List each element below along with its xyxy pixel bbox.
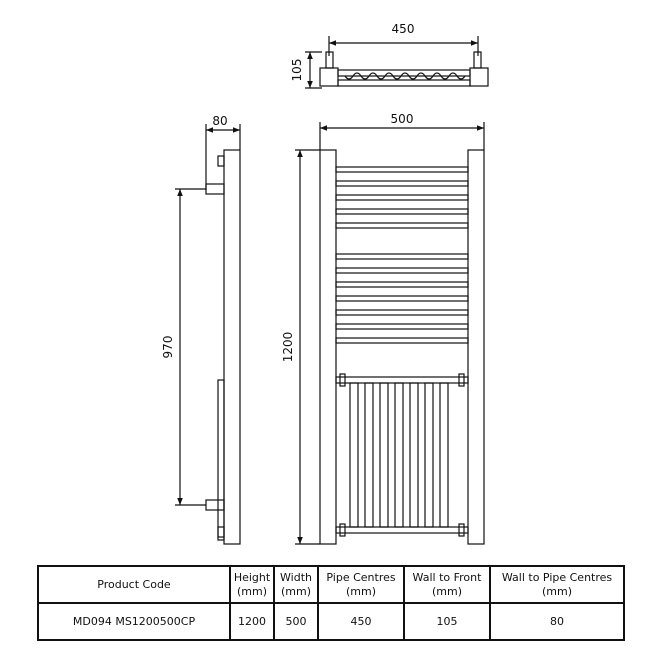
cell-product-code: MD094 MS1200500CP	[37, 602, 231, 641]
cell-wall-to-front: 105	[403, 602, 491, 641]
header-height: Height(mm)	[229, 565, 275, 604]
cell-height: 1200	[229, 602, 275, 641]
side-pipe-vertical-dimension: 970	[161, 336, 175, 359]
cell-pipe-centres: 450	[317, 602, 405, 641]
side-wall-to-pipe-dimension: 80	[212, 114, 227, 128]
table-row: MD094 MS1200500CP 1200 500 450 105 80	[37, 602, 625, 641]
cell-wall-to-pipe-centres: 80	[489, 602, 625, 641]
header-wall-to-pipe-centres: Wall to Pipe Centres(mm)	[489, 565, 625, 604]
header-width: Width(mm)	[273, 565, 319, 604]
header-wall-to-front: Wall to Front(mm)	[403, 565, 491, 604]
cell-width: 500	[273, 602, 319, 641]
front-height-dimension: 1200	[281, 332, 295, 363]
header-product-code: Product Code	[37, 565, 231, 604]
technical-drawing: 450 105 80 970	[161, 22, 489, 545]
top-view	[305, 36, 489, 89]
top-depth-dimension: 105	[290, 59, 304, 82]
spec-table-header-row: Product Code Height(mm) Width(mm) Pipe C…	[37, 565, 625, 604]
front-width-dimension: 500	[391, 112, 414, 126]
front-view	[295, 122, 485, 545]
spec-table: Product Code Height(mm) Width(mm) Pipe C…	[37, 565, 625, 641]
side-view	[175, 124, 241, 545]
header-pipe-centres: Pipe Centres(mm)	[317, 565, 405, 604]
top-width-dimension: 450	[392, 22, 415, 36]
